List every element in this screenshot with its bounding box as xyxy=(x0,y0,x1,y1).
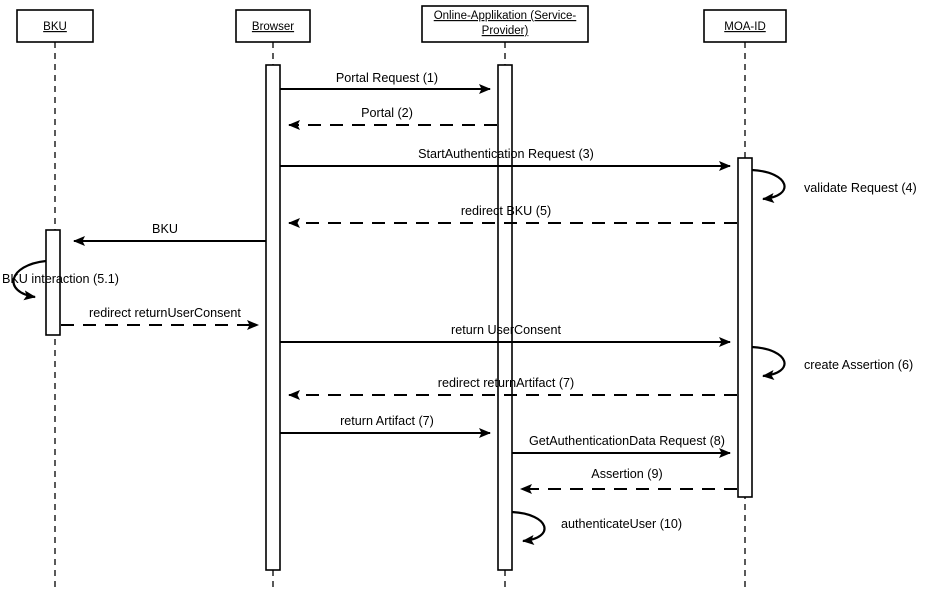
participant-box-bku[interactable] xyxy=(16,9,94,43)
participant-moa-id[interactable]: MOA-ID xyxy=(703,9,787,43)
message-arrow-create-assertion xyxy=(751,345,786,380)
activation-bar-oa xyxy=(497,64,513,571)
message-arrow-bku-interaction xyxy=(12,259,47,301)
message-arrow-authenticateuser xyxy=(511,510,546,545)
message-label-redirect-bku: redirect BKU (5) xyxy=(461,204,551,218)
message-label-validate-request: validate Request (4) xyxy=(804,181,917,195)
message-label-redirect-returnartifact: redirect returnArtifact (7) xyxy=(438,376,574,390)
participant-bku[interactable]: BKU xyxy=(16,9,94,43)
participant-label-online-applikation-line1: Online-Applikation (Service- xyxy=(434,10,577,22)
message-label-create-assertion: create Assertion (6) xyxy=(804,358,913,372)
message-label-assertion: Assertion (9) xyxy=(591,467,662,481)
activation-bar-bku xyxy=(45,229,61,336)
participants-group: BKU Browser Online-Applikation (Service-… xyxy=(16,5,787,43)
activation-bars-group xyxy=(45,64,753,571)
participant-box-browser[interactable] xyxy=(235,9,311,43)
participant-label-bku: BKU xyxy=(43,21,67,33)
activation-bar-moaid xyxy=(737,157,753,498)
participant-label-moa-id: MOA-ID xyxy=(724,21,766,33)
message-label-return-artifact: return Artifact (7) xyxy=(340,414,434,428)
message-label-return-userconsent: return UserConsent xyxy=(451,323,561,337)
message-label-portal: Portal (2) xyxy=(361,106,413,120)
message-label-bku: BKU xyxy=(152,222,178,236)
message-arrow-validate-request xyxy=(751,168,786,203)
participant-box-online-applikation[interactable] xyxy=(421,5,589,43)
message-label-bku-interaction: BKU interaction (5.1) xyxy=(2,272,119,286)
messages-group: Portal Request (1) Portal (2) StartAuthe… xyxy=(2,71,917,545)
participant-box-moa-id[interactable] xyxy=(703,9,787,43)
message-label-getauthenticationdata-request: GetAuthenticationData Request (8) xyxy=(529,434,725,448)
message-label-portal-request: Portal Request (1) xyxy=(336,71,438,85)
participant-label-online-applikation-line2: Provider) xyxy=(482,25,529,37)
participant-label-browser: Browser xyxy=(252,21,294,33)
message-label-authenticateuser: authenticateUser (10) xyxy=(561,517,682,531)
message-label-redirect-returnuserconsent: redirect returnUserConsent xyxy=(89,306,241,320)
activation-bar-browser xyxy=(265,64,281,571)
message-label-startauthentication-request: StartAuthentication Request (3) xyxy=(418,147,594,161)
participant-online-applikation[interactable]: Online-Applikation (Service- Provider) xyxy=(421,5,589,43)
participant-browser[interactable]: Browser xyxy=(235,9,311,43)
